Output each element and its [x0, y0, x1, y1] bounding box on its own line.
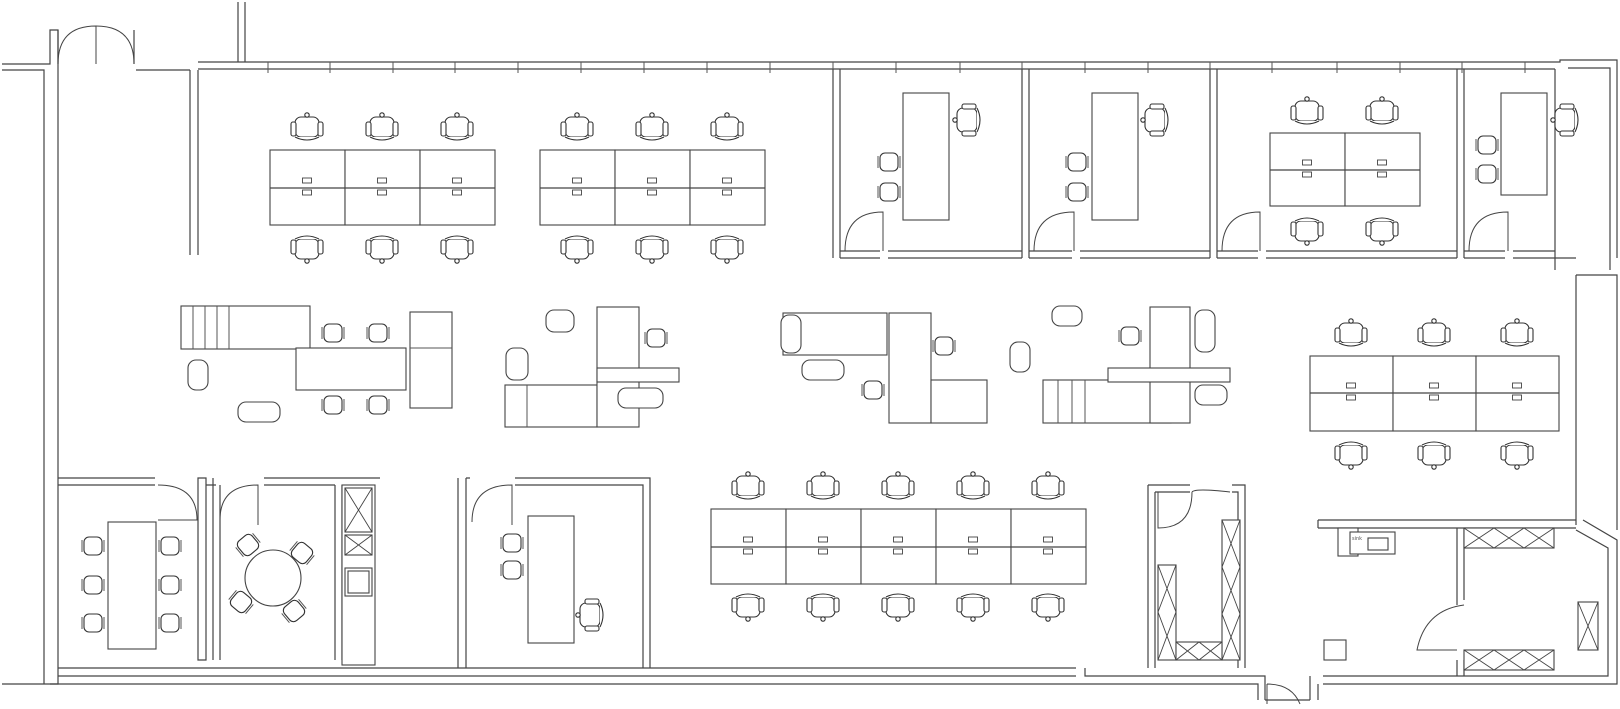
workstation-cluster-a — [269, 112, 496, 264]
office-3-furniture — [1269, 96, 1421, 246]
conference-room-left — [58, 477, 207, 661]
svg-text:sink: sink — [1352, 536, 1362, 542]
office-1-furniture — [877, 92, 981, 221]
window-mullions — [267, 62, 1526, 73]
private-office-row-top — [832, 69, 1576, 259]
lounge-group-1 — [180, 305, 453, 423]
exit-door-bottom — [1265, 683, 1310, 705]
lounge-group-4 — [1009, 305, 1231, 424]
office-4-furniture — [1475, 92, 1579, 196]
private-office-bottom — [457, 477, 651, 668]
entry-double-door — [57, 25, 135, 65]
lounge-group-2 — [504, 306, 680, 428]
kitchenette: sink — [1317, 519, 1576, 557]
storage-room-right — [1323, 527, 1599, 676]
storage-room-center — [1147, 484, 1246, 668]
lounge-group-3 — [780, 312, 988, 424]
storage-closet-left — [341, 484, 376, 666]
workstation-cluster-b — [539, 112, 766, 264]
workstation-cluster-c — [1309, 318, 1560, 470]
workstation-cluster-d — [710, 471, 1087, 622]
office-2-furniture — [1065, 92, 1169, 221]
